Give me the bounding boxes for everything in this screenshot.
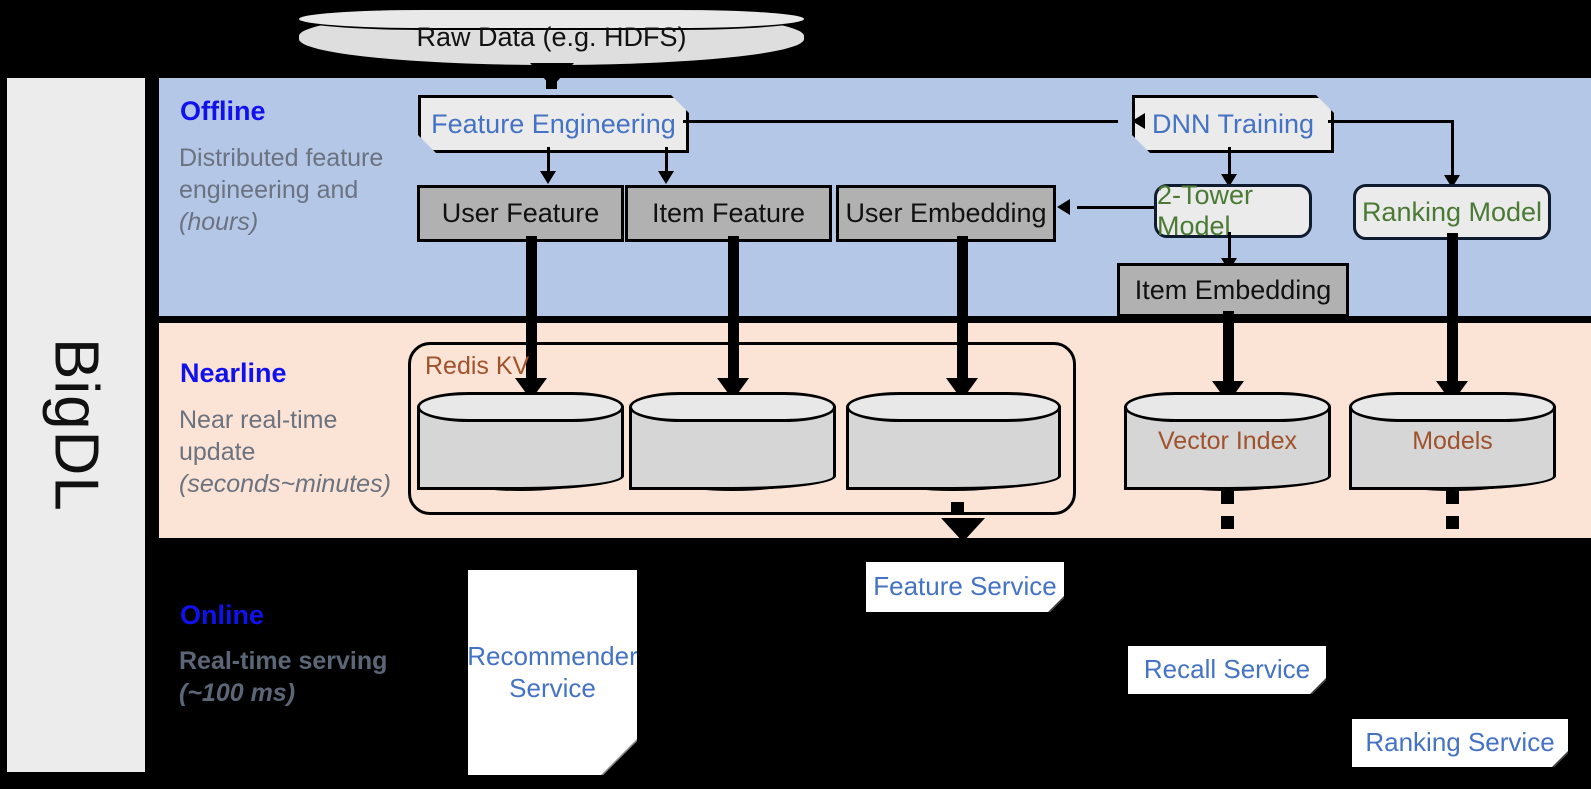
feature-engineering-label: Feature Engineering [431,108,676,139]
dash-models-2 [1446,516,1459,529]
two-tower-model-label: 2-Tower Model [1157,180,1254,241]
redis-store-user-feature-label [417,392,624,490]
arrow-twotower-userembedding-line [1077,206,1155,209]
arrow-fe-dnn-head [1119,113,1145,129]
item-feature-label: Item Feature [651,198,806,228]
band-subtitle-nearline-text: Near real-time update [179,406,338,466]
pipe-userembedding-store [957,236,968,381]
recall-service-note[interactable]: Recall Service [1128,646,1326,694]
cylinder-top [1124,392,1331,422]
ranking-service-note[interactable]: Ranking Service [1352,719,1568,767]
pipe-rankingmodel-models [1447,233,1458,384]
models-store[interactable]: Models [1349,392,1556,491]
redis-kv-container [408,342,1076,515]
vector-index-label: Vector Index [1158,426,1297,455]
band-subtitle-online: Real-time serving (~100 ms) [179,645,414,709]
band-subtitle-offline: Distributed feature engineering and (hou… [179,142,414,238]
two-tower-model-box[interactable]: 2-Tower Model [1154,180,1312,241]
pipe-itemembedding-vectorindex [1223,311,1234,384]
band-title-online: Online [180,600,265,630]
item-feature-box[interactable]: Item Feature [625,185,832,242]
band-subtitle-nearline-em: (seconds~minutes) [179,470,391,498]
dash-vectorindex-1 [1221,491,1234,504]
ranking-model-box[interactable]: Ranking Model [1353,184,1551,240]
arrow-dnn-ranking-v [1451,120,1454,177]
redis-store-item-feature[interactable] [629,392,836,491]
ranking-service-label: Ranking Service [1365,727,1555,758]
arrow-rawdata-fe-head [530,63,574,87]
ranking-model-label: Ranking Model [1361,196,1543,227]
recall-service-label: Recall Service [1143,654,1311,685]
arrow-dnn-twotower-line [1228,147,1231,176]
arrow-fe-userfeature-head [540,171,556,184]
cylinder-top [846,392,1061,422]
recommender-service-label: Recommender Service [467,640,638,703]
dnn-training-label: DNN Training [1151,108,1315,139]
redis-store-user-embedding[interactable] [846,392,1061,491]
arrow-dnn-twotower-head [1221,174,1237,187]
feature-engineering-box[interactable]: Feature Engineering [418,95,689,153]
redis-store-user-feature[interactable] [417,392,624,491]
dash-redis-featureservice [951,502,964,515]
pipe-itemfeature-store [728,236,739,381]
arrow-fe-itemfeature-line [665,147,668,173]
models-label: Models [1412,426,1493,455]
arrow-fe-dnn-line [683,120,1118,123]
redis-kv-label: Redis KV [425,352,530,380]
cylinder-top [629,392,836,422]
dash-vectorindex-2 [1221,516,1234,529]
item-embedding-box[interactable]: Item Embedding [1117,263,1349,317]
band-subtitle-nearline: Near real-time update (seconds~minutes) [179,404,414,500]
bigdl-label: BigDL [41,338,111,512]
arrow-fe-itemfeature-head [658,171,674,184]
feature-service-label: Feature Service [873,571,1057,602]
raw-data-cap [297,8,806,30]
band-subtitle-online-em: (~100 ms) [179,679,296,707]
redis-store-user-embedding-label [846,392,1061,490]
pipe-userfeature-store [526,236,537,381]
band-title-nearline: Nearline [180,358,287,388]
item-embedding-label: Item Embedding [1134,274,1332,305]
band-subtitle-offline-em: (hours) [179,208,259,236]
raw-data-store: Raw Data (e.g. HDFS) [297,8,806,67]
bigdl-rail: BigDL [7,78,145,772]
vector-index-store[interactable]: Vector Index [1124,392,1331,491]
cylinder-top [1349,392,1556,422]
user-feature-label: User Feature [441,198,600,228]
user-embedding-box[interactable]: User Embedding [836,185,1056,242]
recommender-service-note[interactable]: Recommender Service [468,570,637,775]
band-subtitle-offline-text: Distributed feature engineering and [179,144,384,204]
band-title-offline: Offline [180,96,266,126]
arrow-dnn-ranking-h [1328,120,1454,123]
arrow-twotower-userembedding-head [1057,199,1070,215]
arrow-twotower-itememb-line [1228,232,1231,261]
dnn-training-box[interactable]: DNN Training [1132,95,1334,153]
user-feature-box[interactable]: User Feature [417,185,624,242]
arrow-redis-featureservice-head [941,518,985,542]
cylinder-top [417,392,624,422]
redis-store-item-feature-label [629,392,836,490]
band-subtitle-online-text: Real-time serving [179,647,388,675]
feature-service-note[interactable]: Feature Service [866,562,1064,612]
arrow-fe-userfeature-line [547,147,550,173]
dash-models-1 [1446,491,1459,504]
user-embedding-label: User Embedding [845,198,1047,228]
raw-data-label: Raw Data (e.g. HDFS) [416,22,687,52]
